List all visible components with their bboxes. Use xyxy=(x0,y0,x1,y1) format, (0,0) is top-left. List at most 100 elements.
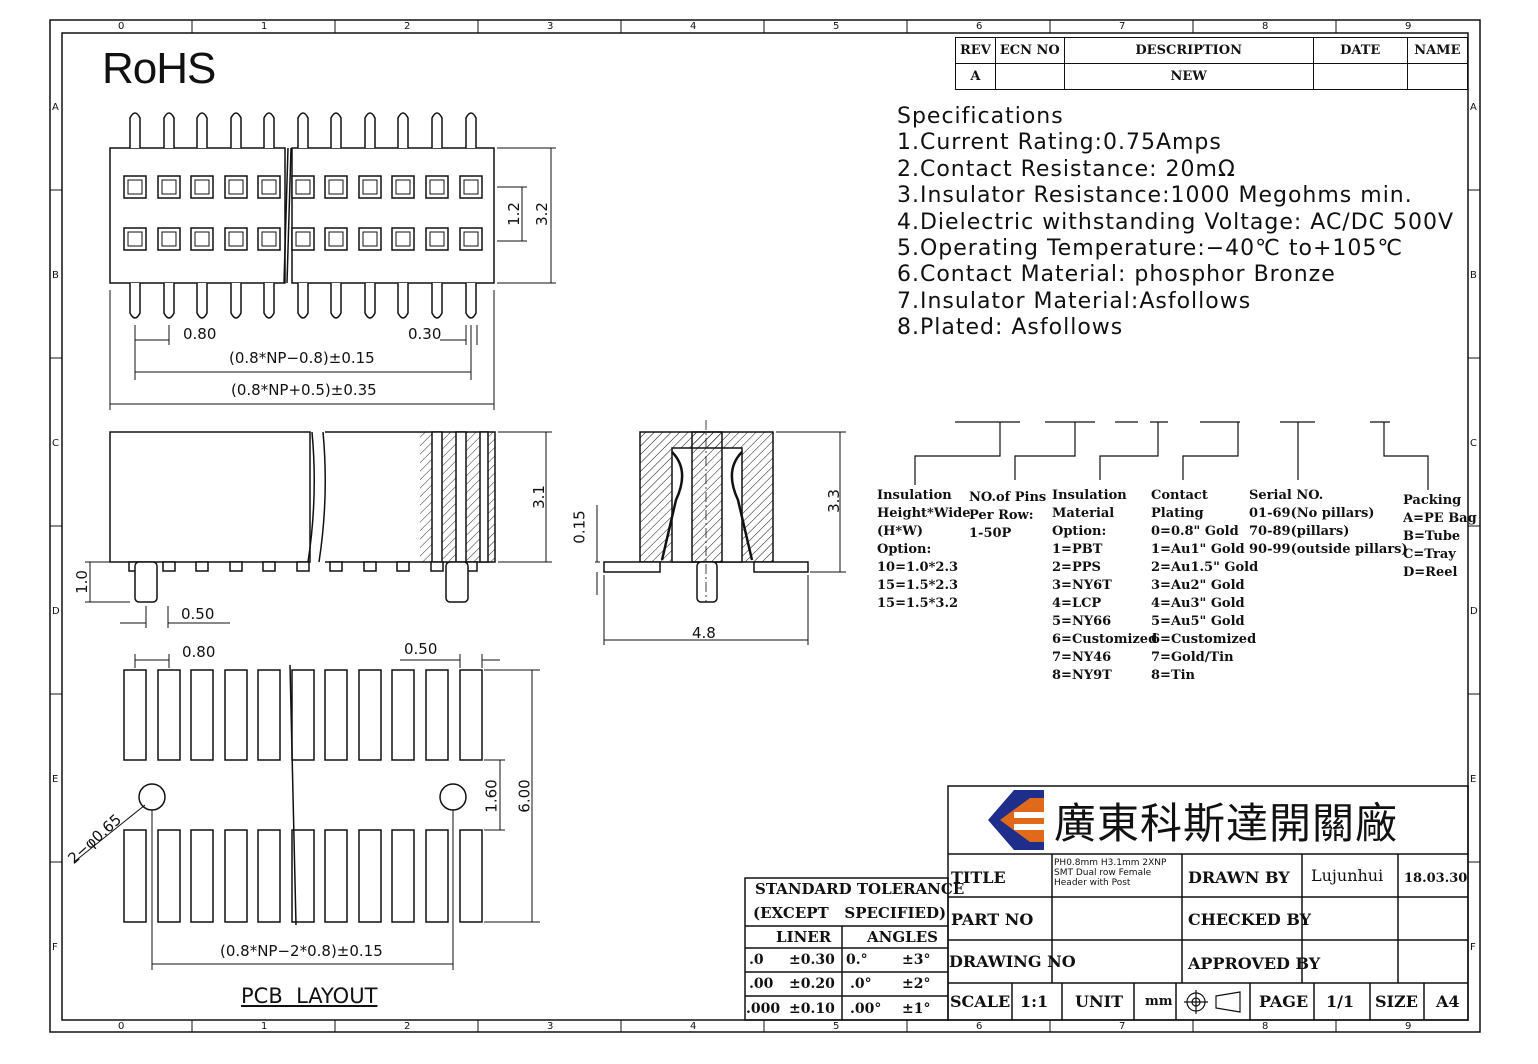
top-view xyxy=(109,112,556,410)
description-header: DESCRIPTION xyxy=(1063,37,1314,64)
frame-col-2-bottom: 2 xyxy=(404,1021,411,1032)
frame-col-2: 2 xyxy=(404,21,411,32)
bottom-pin xyxy=(330,283,342,319)
dim-pcb-pad: 0.50 xyxy=(404,640,438,658)
contact-square xyxy=(324,175,348,199)
rev-header: REV xyxy=(955,37,996,64)
contact-square-inner xyxy=(161,179,177,195)
dim-pcb-span: (0.8*NP−2*0.8)±0.15 xyxy=(220,942,383,960)
projection-symbol-icon xyxy=(1184,990,1241,1014)
pcb-pad xyxy=(291,829,315,923)
tol-0-3: ±3° xyxy=(902,952,931,968)
dim-end-4-8: 4.8 xyxy=(692,624,716,642)
dim-top-1-2: 1.2 xyxy=(504,202,523,226)
frame-col-8-bottom: 8 xyxy=(1262,1021,1269,1032)
contact-square xyxy=(157,227,181,251)
top-pin xyxy=(263,112,275,148)
tol-0-0: .0 xyxy=(749,952,764,968)
top-pin xyxy=(397,112,409,148)
pcb-layout xyxy=(73,654,540,970)
pcb-pad xyxy=(391,669,415,761)
frame-row-e: E xyxy=(52,774,59,785)
name-value xyxy=(1406,63,1469,90)
frame-col-7: 7 xyxy=(1119,21,1126,32)
side-foot xyxy=(396,561,410,572)
contact-square xyxy=(224,175,248,199)
company-name: 廣東科斯達開關廠 xyxy=(1054,799,1399,848)
bottom-pin xyxy=(297,283,309,319)
frame-col-3-bottom: 3 xyxy=(547,1021,554,1032)
side-foot xyxy=(162,561,176,572)
scale-label: SCALE xyxy=(950,992,1011,1011)
scale-value: 1:1 xyxy=(1020,992,1049,1011)
part-no-label: PART NO xyxy=(951,910,1034,929)
pcb-pad xyxy=(358,669,382,761)
frame-col-5-bottom: 5 xyxy=(833,1021,840,1032)
contact-square-inner xyxy=(395,179,411,195)
contact-square xyxy=(425,175,449,199)
bottom-pin xyxy=(163,283,175,319)
tol-1-3: ±2° xyxy=(902,976,931,992)
page-value: 1/1 xyxy=(1326,992,1355,1011)
title-block-grid xyxy=(744,785,1469,1021)
specifications-block: Specifications 1.Current Rating:0.75Amps… xyxy=(897,104,1454,342)
side-foot xyxy=(262,561,276,572)
top-pin xyxy=(364,112,376,148)
pcb-pad xyxy=(123,829,147,923)
dim-row-length: (0.8*NP−0.8)±0.15 xyxy=(229,349,375,367)
pcb-pad xyxy=(123,669,147,761)
end-section-view xyxy=(595,420,846,645)
contact-square-inner xyxy=(228,231,244,247)
contact-square-inner xyxy=(429,179,445,195)
spec-item: 4.Dielectric withstanding Voltage: AC/DC… xyxy=(897,209,1455,235)
contact-square-inner xyxy=(328,231,344,247)
rev-value: A xyxy=(955,63,996,90)
date-header: DATE xyxy=(1312,37,1408,64)
top-pin xyxy=(129,112,141,148)
top-pin xyxy=(431,112,443,148)
ecn-header: ECN NO xyxy=(994,37,1065,64)
contact-square-inner xyxy=(362,179,378,195)
dim-pcb-pitch: 0.80 xyxy=(182,643,216,661)
frame-row-d-right: D xyxy=(1470,606,1478,617)
tol-0-1: ±0.30 xyxy=(789,952,835,968)
spec-item: 6.Contact Material: phosphor Bronze xyxy=(897,262,1336,288)
pcb-pad xyxy=(425,829,449,923)
pcb-pad xyxy=(291,669,315,761)
contact-square xyxy=(190,227,214,251)
pcb-pad xyxy=(459,669,483,761)
contact-square xyxy=(123,227,147,251)
frame-row-c-right: C xyxy=(1470,438,1477,449)
frame-col-5: 5 xyxy=(833,21,840,32)
bottom-pin xyxy=(230,283,242,319)
contact-square-inner xyxy=(261,179,277,195)
tol-2-2: .00° xyxy=(850,1001,882,1017)
code-material: Insulation Material Option: 1=PBT 2=PPS … xyxy=(1052,488,1158,683)
tolerance-liner: LINER xyxy=(776,928,832,946)
pcb-layout-label: PCB LAYOUT xyxy=(241,984,378,1008)
tol-2-3: ±1° xyxy=(902,1001,931,1017)
contact-square xyxy=(391,175,415,199)
frame-col-6: 6 xyxy=(976,21,983,32)
title-value: PH0.8mm H3.1mm 2XNP SMT Dual row Female … xyxy=(1054,858,1167,888)
frame-row-f-right: F xyxy=(1470,942,1476,953)
pcb-pad xyxy=(391,829,415,923)
frame-col-3: 3 xyxy=(547,21,554,32)
company-logo-icon xyxy=(980,790,1044,850)
pcb-pad xyxy=(224,829,248,923)
bottom-pin xyxy=(364,283,376,319)
contact-square-inner xyxy=(194,179,210,195)
dim-body-length: (0.8*NP+0.5)±0.35 xyxy=(231,381,377,399)
page-label: PAGE xyxy=(1259,992,1309,1011)
contact-square xyxy=(123,175,147,199)
frame-col-9: 9 xyxy=(1405,21,1412,32)
pcb-pad xyxy=(157,829,181,923)
side-foot xyxy=(430,561,444,572)
frame-col-4: 4 xyxy=(690,21,697,32)
drawn-by-value: Lujunhui xyxy=(1311,866,1384,885)
size-value: A4 xyxy=(1436,992,1460,1011)
contact-square xyxy=(157,175,181,199)
tol-2-0: .000 xyxy=(746,1001,781,1017)
contact-square xyxy=(291,175,315,199)
